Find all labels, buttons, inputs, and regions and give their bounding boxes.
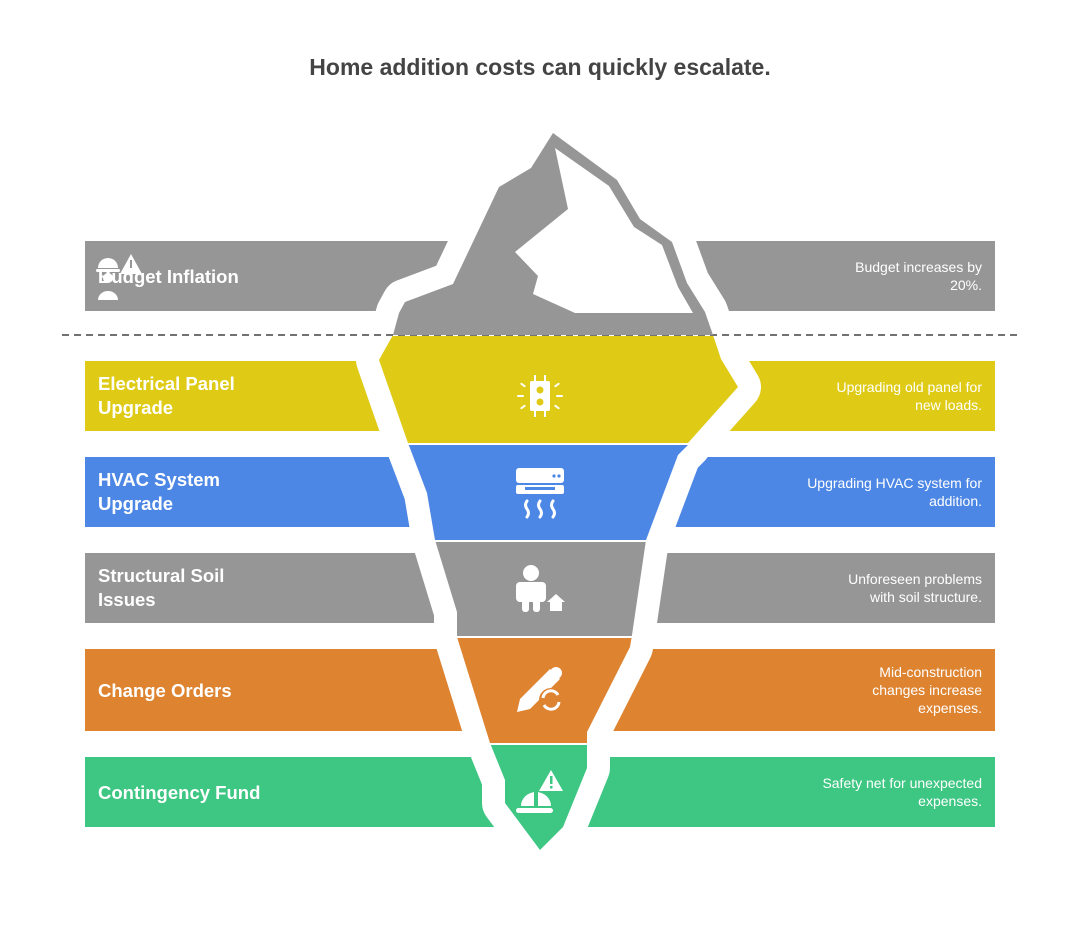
layer-label: Electrical Panel Upgrade	[98, 373, 235, 418]
layer-description: Mid-construction changes increase expens…	[872, 664, 982, 716]
layer-label: Structural Soil Issues	[98, 565, 225, 610]
person-house-icon	[516, 565, 565, 612]
hardhat-warning-icon	[516, 770, 563, 813]
layer-label: Contingency Fund	[98, 782, 261, 803]
layer-description: Upgrading old panel for new loads.	[836, 379, 982, 413]
iceberg-band	[379, 336, 738, 443]
pencil-refresh-icon	[517, 667, 563, 712]
air-conditioner-icon	[516, 468, 564, 519]
worker-warning-icon	[96, 254, 142, 300]
layer-description: Upgrading HVAC system for addition.	[807, 475, 982, 509]
layer-label: HVAC System Upgrade	[98, 469, 221, 514]
electrical-panel-icon	[517, 375, 563, 417]
layer-description: Budget increases by 20%.	[855, 259, 982, 293]
layer-description: Unforeseen problems with soil structure.	[848, 571, 982, 605]
layer-label: Change Orders	[98, 680, 232, 701]
layer-description: Safety net for unexpected expenses.	[822, 775, 982, 809]
iceberg-face	[515, 148, 693, 313]
page-title: Home addition costs can quickly escalate…	[309, 54, 771, 80]
layer-label: Budget Inflation	[98, 266, 239, 287]
